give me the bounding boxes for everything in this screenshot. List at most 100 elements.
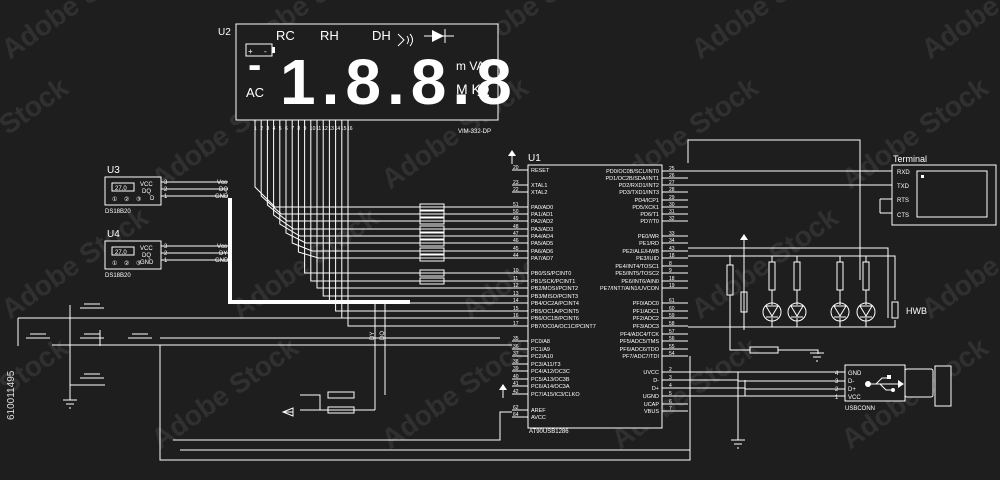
mcu-pin-number: 16 bbox=[513, 313, 519, 319]
terminal-screen bbox=[916, 170, 988, 218]
mcu-pin-name: PF2/ADC2 bbox=[633, 316, 659, 322]
segment-wire bbox=[285, 120, 512, 244]
segment-wire bbox=[304, 120, 512, 274]
led-icon bbox=[765, 305, 779, 318]
mcu-pin-name: PF6/ADC6/TDO bbox=[620, 347, 660, 353]
led-icon bbox=[833, 305, 847, 318]
push-button[interactable] bbox=[80, 333, 104, 339]
display-pin-number: 15 bbox=[341, 126, 347, 132]
mcu-pin-number: 4 bbox=[669, 383, 672, 389]
usb-pin-num: 3 bbox=[835, 379, 839, 385]
resistor bbox=[836, 261, 844, 291]
mcu-pin-number: 60 bbox=[669, 306, 675, 312]
mcu-pin-number: 59 bbox=[669, 313, 675, 319]
usb-pin: VCC bbox=[848, 395, 861, 401]
segment-wire bbox=[322, 120, 512, 297]
watermark-text: Adobe Stock bbox=[376, 331, 534, 455]
usb-pin-num: 1 bbox=[835, 395, 839, 401]
sensor-pad-2: ② bbox=[124, 196, 129, 203]
mcu-pin-name: UCAP bbox=[644, 402, 660, 408]
sensor-pad-1: ① bbox=[112, 260, 117, 267]
mcu-pin-name: PD7/T0 bbox=[640, 219, 659, 225]
mcu-pin-number: 29 bbox=[669, 195, 675, 201]
mcu-pin-number: 41 bbox=[513, 381, 519, 387]
button-array bbox=[17, 303, 160, 409]
mcu-pin-number: 27 bbox=[669, 180, 675, 186]
segment-wire bbox=[266, 120, 512, 222]
display-pin-number: 11 bbox=[316, 126, 321, 132]
mcu-pin-name: PE7/INT7/AIN1/UVCON bbox=[600, 286, 659, 292]
sensor-ref: U4 bbox=[107, 229, 120, 240]
sensor-net: GND bbox=[215, 194, 229, 200]
mcu-pin-name: PC4/A12/OC3C bbox=[531, 369, 570, 375]
mcu-pin-number: 62 bbox=[513, 405, 519, 411]
mcu-pin-number: 3 bbox=[669, 375, 672, 381]
mcu-pin-name: PF7/ADC7/TDI bbox=[622, 354, 659, 360]
display-pin-number: 14 bbox=[335, 126, 341, 132]
display-part: VIM-332-DP bbox=[458, 129, 491, 135]
svg-text:+: + bbox=[248, 47, 253, 56]
mcu-pin-number: 17 bbox=[513, 321, 519, 327]
mcu-pin-number: 15 bbox=[513, 306, 519, 312]
sensor-pad-2: ② bbox=[124, 260, 129, 267]
sensor-pin-num: 2 bbox=[164, 187, 168, 193]
ground-symbol bbox=[63, 384, 105, 409]
resistor bbox=[768, 261, 776, 291]
mcu-pin-name: PE3/IUID bbox=[636, 256, 659, 262]
push-button[interactable] bbox=[26, 333, 50, 339]
mcu-pin-number: 38 bbox=[513, 359, 519, 365]
sensor-net: Vcc bbox=[217, 244, 227, 250]
mcu-pin-number: 50 bbox=[513, 209, 519, 215]
mcu-pin-number: 44 bbox=[513, 253, 519, 259]
mcu-pin-number: 7 bbox=[669, 406, 672, 412]
mcu-pin-name: PC2/A10 bbox=[531, 354, 553, 360]
resistor bbox=[793, 261, 801, 291]
push-button[interactable] bbox=[80, 303, 104, 309]
mcu-pin-name: PD6/T1 bbox=[640, 212, 659, 218]
sound-icon bbox=[397, 33, 413, 47]
mcu-pin-name: PA1/AD1 bbox=[531, 212, 553, 218]
sensor-net: DY bbox=[219, 251, 227, 257]
segment-wire bbox=[347, 120, 512, 327]
mcu-pin-number: 18 bbox=[669, 276, 675, 282]
usb-name: USBCONN bbox=[845, 406, 875, 412]
sensor-pin-name: VCC bbox=[140, 182, 153, 188]
usb-icon bbox=[865, 375, 904, 392]
diode-icon bbox=[424, 29, 454, 43]
push-button[interactable] bbox=[80, 373, 104, 379]
terminal: Terminal RXD TXD RTS CTS bbox=[688, 154, 997, 226]
mcu-pin-name: PF0/ADC0 bbox=[633, 301, 659, 307]
mcu-pin-name: PB6/OC1B/PCINT6 bbox=[531, 316, 579, 322]
sensor-pin-name: GND bbox=[140, 260, 154, 266]
resistor bbox=[419, 217, 445, 225]
display-body bbox=[235, 23, 499, 121]
mcu-pin-name: PA6/AD6 bbox=[531, 249, 553, 255]
mcu-right-pins: 25PD0/OC0B/SCL/INT026PD1/OC2B/SDA/INT127… bbox=[600, 166, 688, 415]
resistor bbox=[419, 239, 445, 247]
watermark-text: Adobe Stock bbox=[0, 0, 154, 65]
mcu-pin-number: 64 bbox=[513, 412, 519, 418]
mcu-pin-number: 42 bbox=[513, 389, 519, 395]
mcu-pin-name: PA0/AD0 bbox=[531, 205, 553, 211]
mcu-ref: U1 bbox=[528, 153, 541, 164]
resistor bbox=[327, 406, 355, 414]
mcu-pin-name: PD2/RXD1/INT2 bbox=[619, 183, 659, 189]
display-minus: - bbox=[248, 43, 261, 87]
mcu-body bbox=[527, 164, 663, 429]
terminal-pin: CTS bbox=[897, 213, 909, 219]
mcu-pin-number: 51 bbox=[513, 202, 519, 208]
mcu-pin-name: RESET bbox=[531, 168, 550, 174]
mcu-pin-number: 11 bbox=[513, 276, 518, 282]
usb-plug bbox=[904, 368, 934, 398]
mcu-pin-number: 28 bbox=[669, 187, 675, 193]
push-button[interactable] bbox=[128, 333, 152, 339]
display-label-mk: M K bbox=[456, 81, 482, 97]
segment-wire bbox=[328, 120, 512, 304]
sensor-wires bbox=[161, 181, 228, 261]
mcu-pin-number: 32 bbox=[669, 216, 675, 222]
usb-pin: GND bbox=[848, 371, 862, 377]
resistor bbox=[419, 225, 445, 233]
hwb-switch bbox=[891, 301, 899, 319]
mcu-pin-number: 36 bbox=[513, 344, 519, 350]
